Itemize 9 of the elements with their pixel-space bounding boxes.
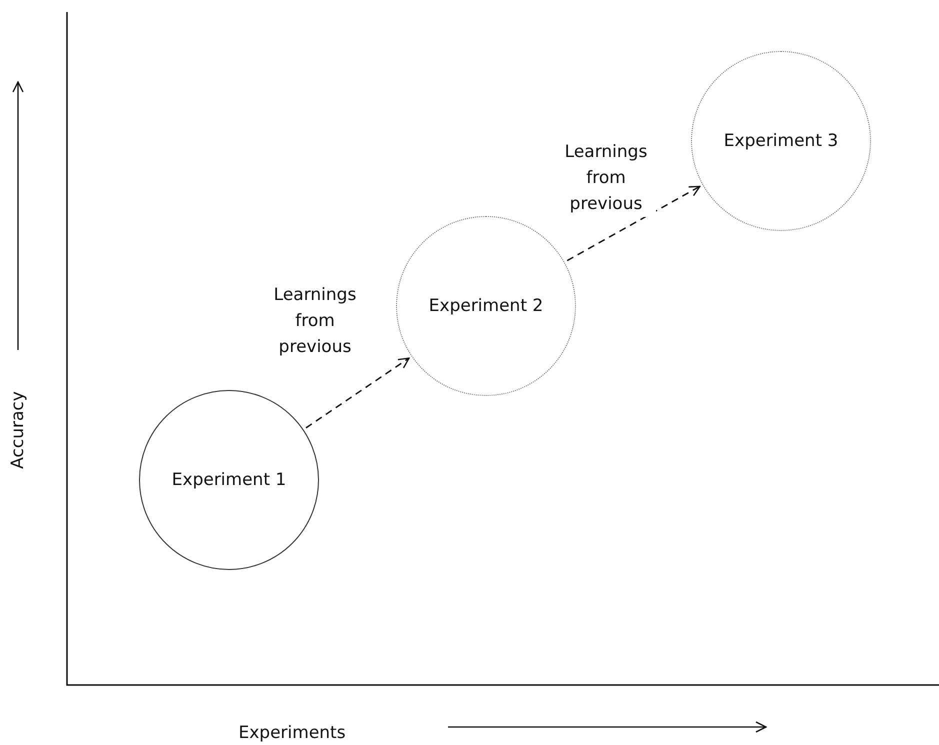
y-axis-label: Accuracy: [8, 391, 28, 469]
node-label: Experiment 3: [724, 131, 838, 151]
arrow: [306, 358, 410, 428]
experiment-circle: [139, 390, 319, 570]
experiment-circle: [691, 51, 871, 231]
node-label: Experiment 2: [428, 296, 544, 316]
arrow: [566, 186, 700, 262]
x-axis-label: Experiments: [238, 723, 346, 743]
node-label: Experiment 1: [172, 470, 286, 490]
